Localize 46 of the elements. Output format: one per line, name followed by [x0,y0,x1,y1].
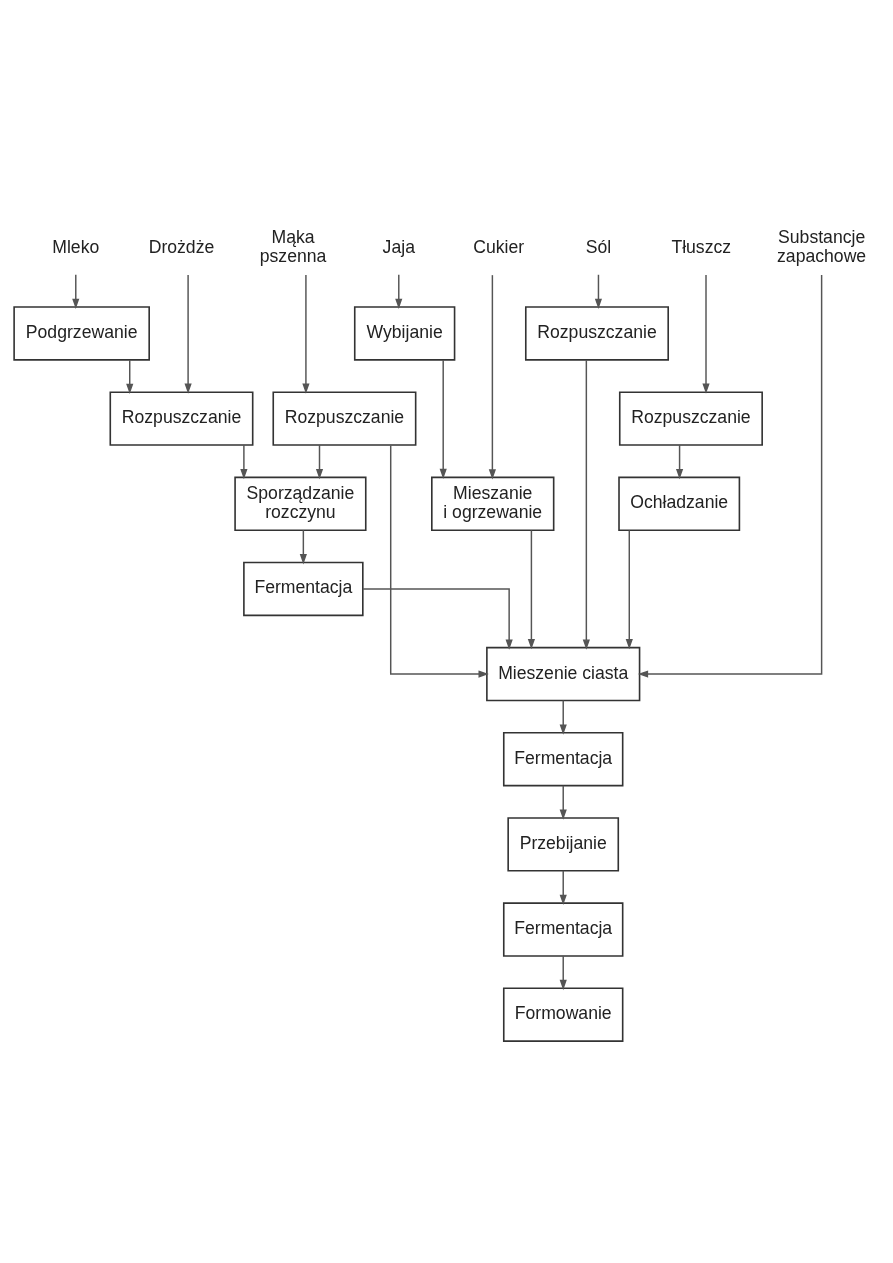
node-text: Cukier [473,236,525,257]
arrow [559,699,567,735]
node-box: Sporządzanie rozczynu [234,476,367,531]
node-box: Fermentacja [502,732,624,787]
node-text: Sól [585,236,612,257]
arrow [582,359,590,650]
node-box: Rozpuszczanie [272,391,417,446]
arrow [559,784,567,820]
arrow [395,274,403,309]
node-text: Jaja [382,236,415,257]
arrow [675,444,684,480]
node-text: Tłuszcz [671,236,732,257]
node-box: Fermentacja [243,561,364,617]
node-text: Substancje zapachowe [777,227,867,267]
arrow [637,274,823,678]
arrow [625,529,633,650]
arrow [488,274,496,480]
arrow [389,444,489,678]
arrow [559,870,567,905]
node-box: Rozpuszczanie [524,306,669,361]
node-box: Mieszenie ciasta [486,646,641,702]
arrow [702,274,710,394]
node-text: Mleko [52,236,100,257]
node-box: Mieszanie i ogrzewanie [431,476,555,531]
arrow [527,529,535,650]
arrow [184,274,192,394]
node-box: Przebijanie [507,817,620,872]
arrow [559,955,567,991]
node-text: Drożdże [148,236,215,257]
arrow [240,444,248,480]
arrow [126,359,134,395]
node-box: Ochładzanie [618,476,741,531]
arrow [299,529,307,565]
arrow [302,274,310,394]
node-box: Wybijanie [353,306,456,361]
arrow [439,359,447,479]
node-box: Formowanie [502,987,624,1042]
node-box: Fermentacja [502,902,624,957]
node-text: Mąka pszenna [259,227,327,267]
arrow [594,274,603,309]
node-box: Podgrzewanie [13,306,150,361]
arrow [362,588,513,650]
arrow [315,444,324,480]
node-box: Rozpuszczanie [109,391,254,446]
node-box: Rozpuszczanie [618,391,763,446]
arrow [72,274,80,309]
